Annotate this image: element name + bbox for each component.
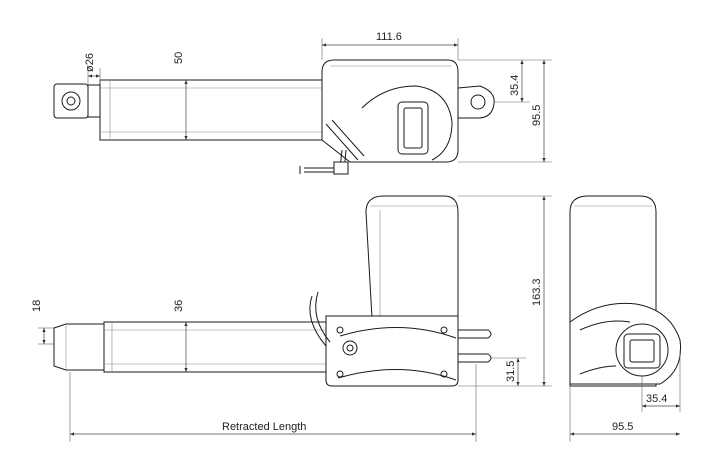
dims-end-view: 35.4 95.5 [569,350,681,442]
dim-overall-height-side: 163.3 [531,278,543,306]
motor-end [569,195,682,387]
dims-top-view: ø26 50 111.6 35.4 95.5 [84,31,552,163]
top-view: ø26 50 111.6 35.4 95.5 [53,31,552,175]
dims-side-view: 18 36 163.3 31.5 Retracted Length [31,195,552,442]
outer-tube-side [103,321,327,373]
dim-tube-diameter: ø26 [84,53,96,72]
motor-side [325,195,459,387]
outer-tube-top [99,79,323,141]
cable-side [309,291,331,347]
cable-top [299,149,349,175]
dim-overall-height-top: 95.5 [531,105,543,126]
mount-bracket-side [457,329,492,363]
dim-rod-diameter: 18 [31,300,43,312]
dim-end-offset: 35.4 [646,393,667,405]
dim-tube-height-side: 36 [173,300,185,312]
dim-end-width: 95.5 [612,421,633,433]
dim-motor-width: 111.6 [376,31,402,43]
dim-bottom-offset: 31.5 [505,361,517,382]
dim-retracted-length: Retracted Length [222,421,306,433]
rod-tip-side [53,323,105,371]
rod-end-eye [53,83,89,119]
rod-collar [87,84,101,118]
dim-mount-offset: 35.4 [509,75,521,96]
end-view: 35.4 95.5 [569,195,682,442]
dim-tube-height-top: 50 [173,52,185,64]
side-view: 18 36 163.3 31.5 Retracted Length [31,195,552,442]
mount-ear [457,85,495,119]
motor-housing-top [321,59,459,163]
